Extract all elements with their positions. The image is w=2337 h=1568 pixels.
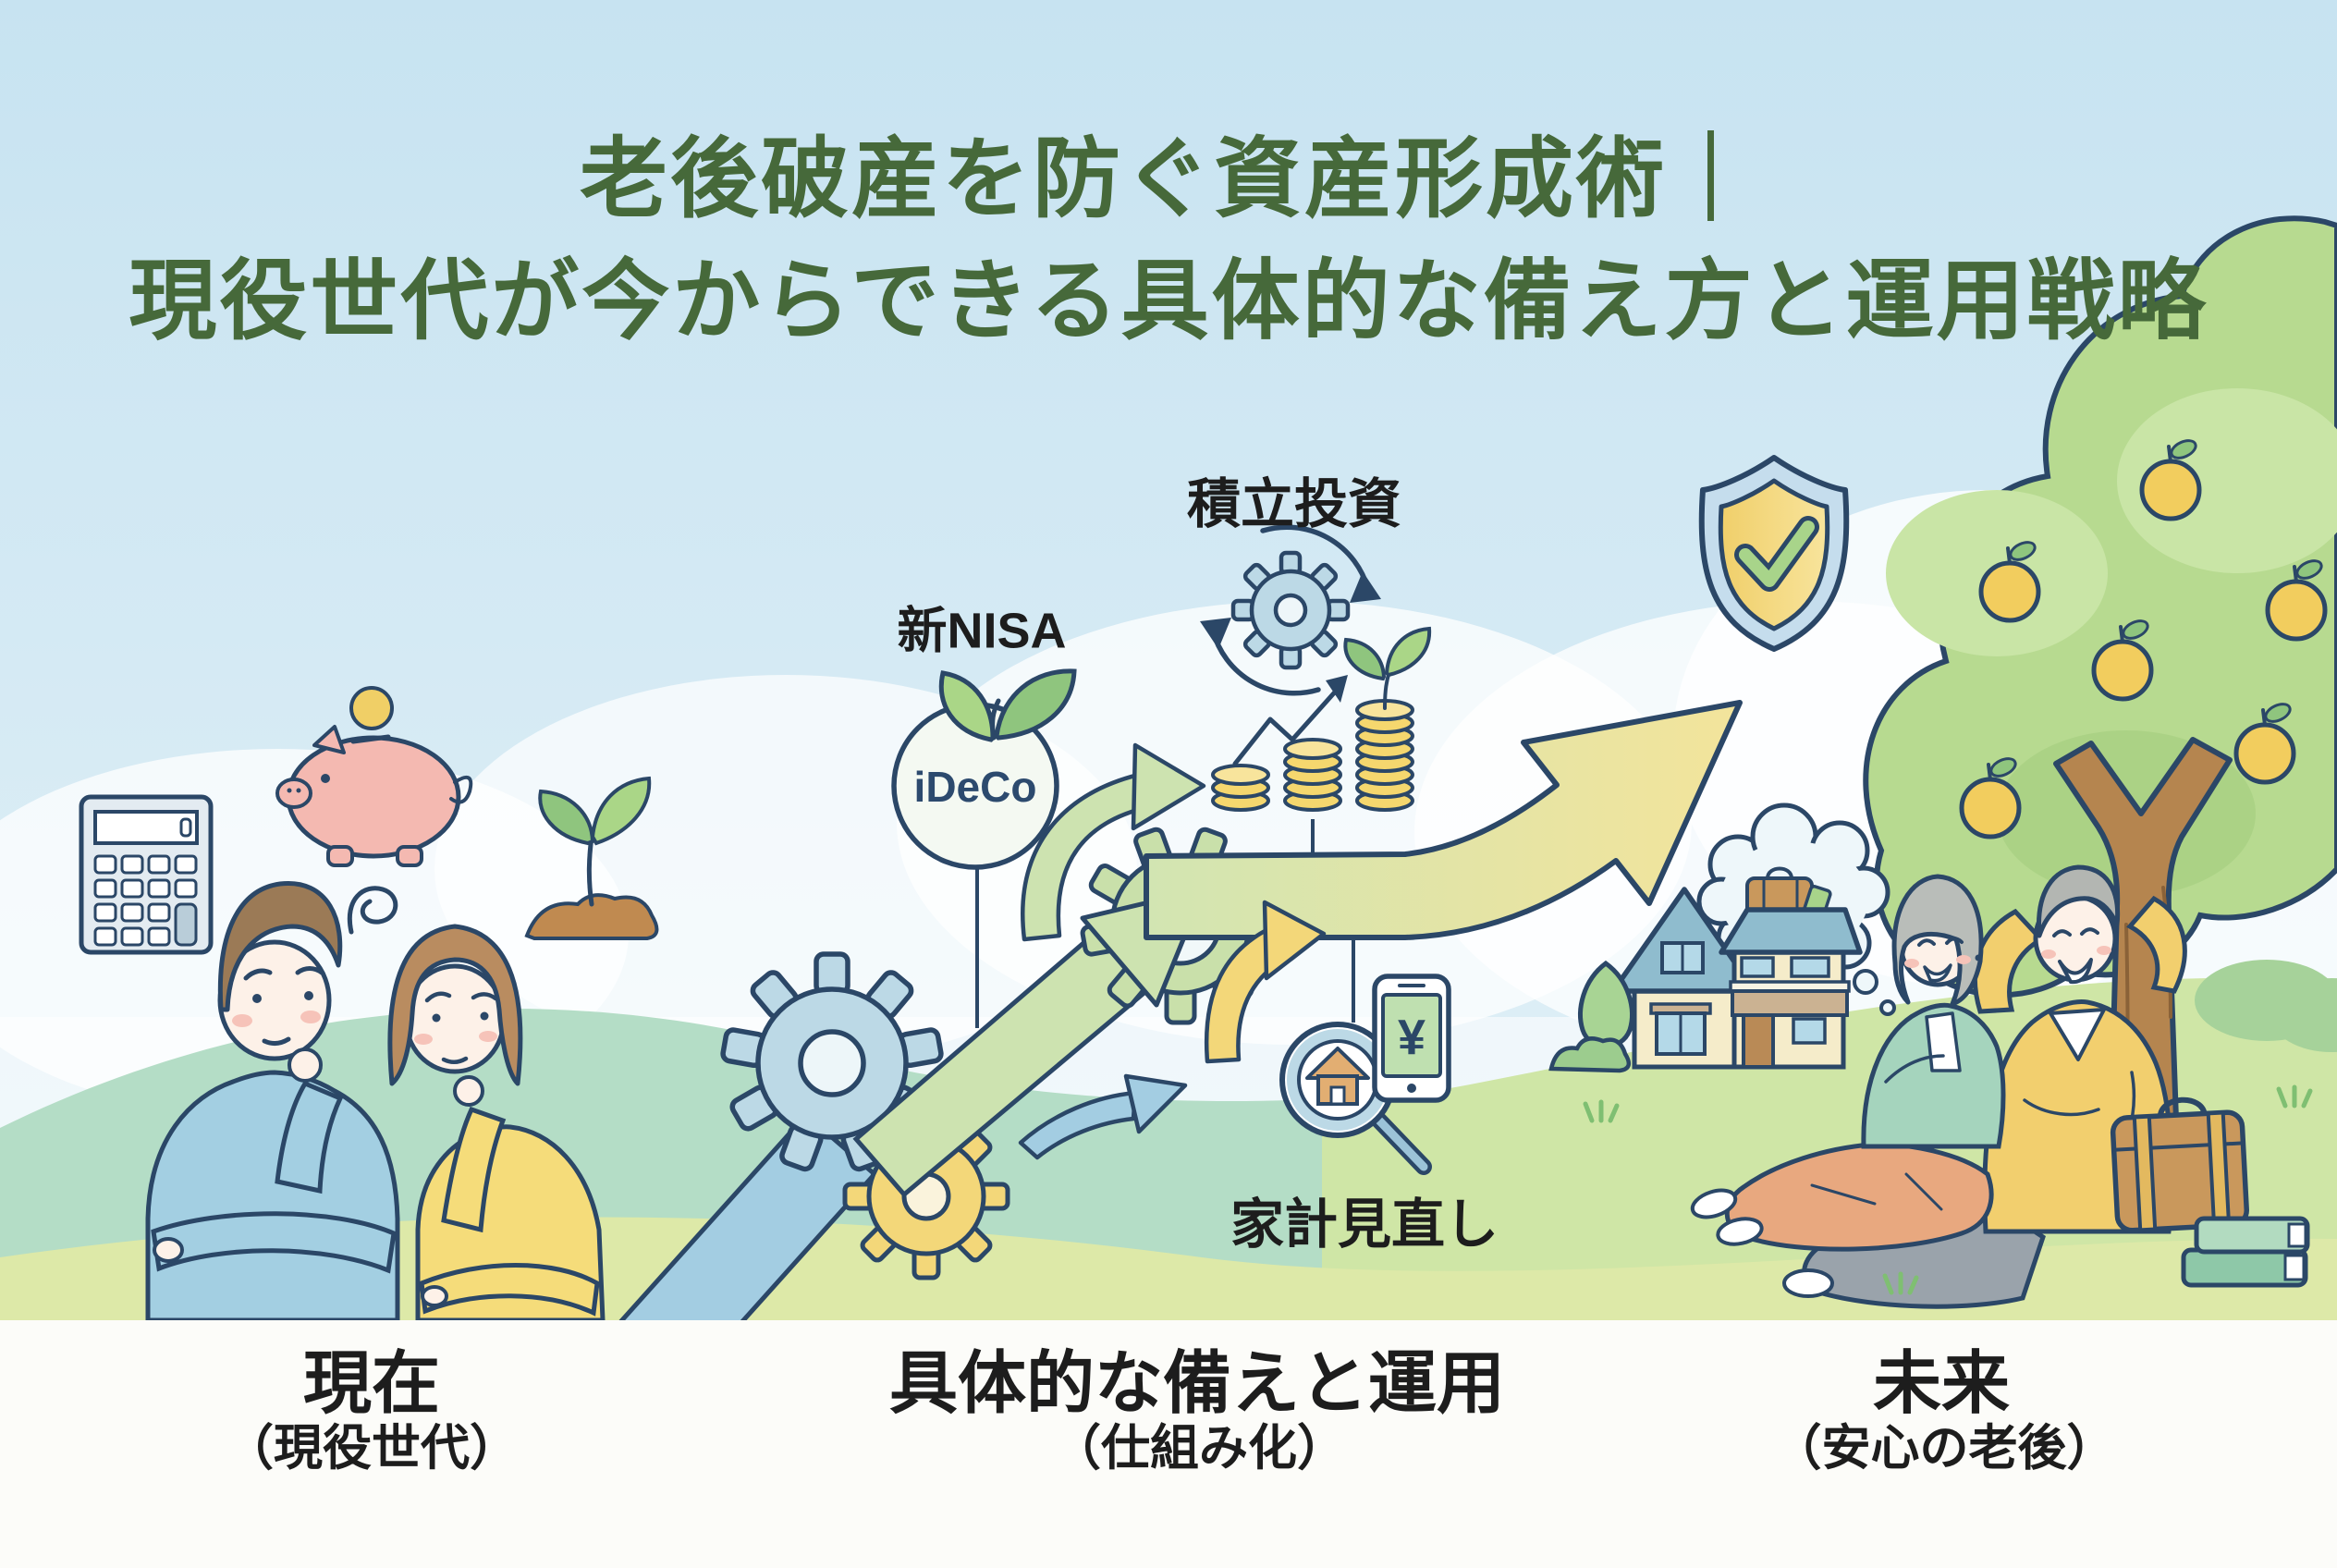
magnifier-house-icon: [1279, 1022, 1432, 1175]
page-title-line1: 老後破産を防ぐ資産形成術｜: [579, 130, 1757, 228]
ideco-label: iDeCo: [914, 763, 1037, 811]
gear-blue: [720, 951, 944, 1172]
smartphone-yen-icon: ¥: [1372, 974, 1451, 1103]
label-shin-nisa: 新NISA: [897, 603, 1067, 659]
nisa-apple-icon: iDeCo: [891, 668, 1077, 870]
label-tsumitate-toushi: 積立投資: [1186, 474, 1402, 534]
sprout-icon: [524, 776, 659, 940]
curved-arrow-green: [1021, 742, 1206, 942]
shield-check-icon: [1698, 455, 1850, 652]
connector-lines: [975, 819, 1355, 1028]
garden-tree-icon: [1548, 960, 1634, 1073]
worried-man: [145, 881, 400, 1323]
stage-present-sublabel: （現役世代）: [225, 1421, 519, 1476]
stage-preparation-label: 具体的な備えと運用: [889, 1344, 1505, 1422]
confusion-squiggle-icon: [347, 886, 398, 935]
apple-tree-icon: [1863, 215, 2337, 1175]
house-icon: [1610, 887, 1863, 1070]
growth-arrow-icon: [1144, 700, 1743, 940]
recurring-investment-gear-icon: [1200, 524, 1381, 696]
page-title-line2: 現役世代が今からできる具体的な備え方と運用戦略: [128, 252, 2209, 350]
senior-woman: [1690, 874, 2006, 1252]
page-title: 老後破産を防ぐ資産形成術｜ 現役世代が今からできる具体的な備え方と運用戦略: [0, 118, 2337, 362]
coin-stacks-icon: [1211, 626, 1432, 812]
footer-band: [0, 1320, 2337, 1568]
stage-future-sublabel: （安心の老後）: [1772, 1421, 2116, 1476]
stage-preparation-sublabel: （仕組み化）: [1052, 1421, 1346, 1476]
label-kakei-minaoshi: 家計見直し: [1230, 1194, 1499, 1255]
stage-future-label: 未来: [1873, 1344, 2010, 1422]
senior-man: [1782, 864, 2187, 1309]
books-icon: [2181, 1216, 2310, 1288]
calculator-icon: [79, 794, 214, 955]
stage-present-label: 現在: [303, 1344, 440, 1422]
piggy-bank-icon: [275, 686, 473, 867]
golden-apples: [1959, 439, 2328, 839]
yen-symbol: ¥: [1398, 1010, 1425, 1065]
worried-woman: [387, 924, 606, 1323]
grass-tufts: [1583, 1084, 2313, 1295]
curved-arrow-yellow: [1204, 900, 1327, 1064]
curved-arrow-blue: [1018, 1073, 1188, 1160]
bushes-right: [2195, 960, 2337, 1052]
coin-icon: [349, 686, 394, 730]
suitcase-icon: [2110, 1096, 2249, 1233]
